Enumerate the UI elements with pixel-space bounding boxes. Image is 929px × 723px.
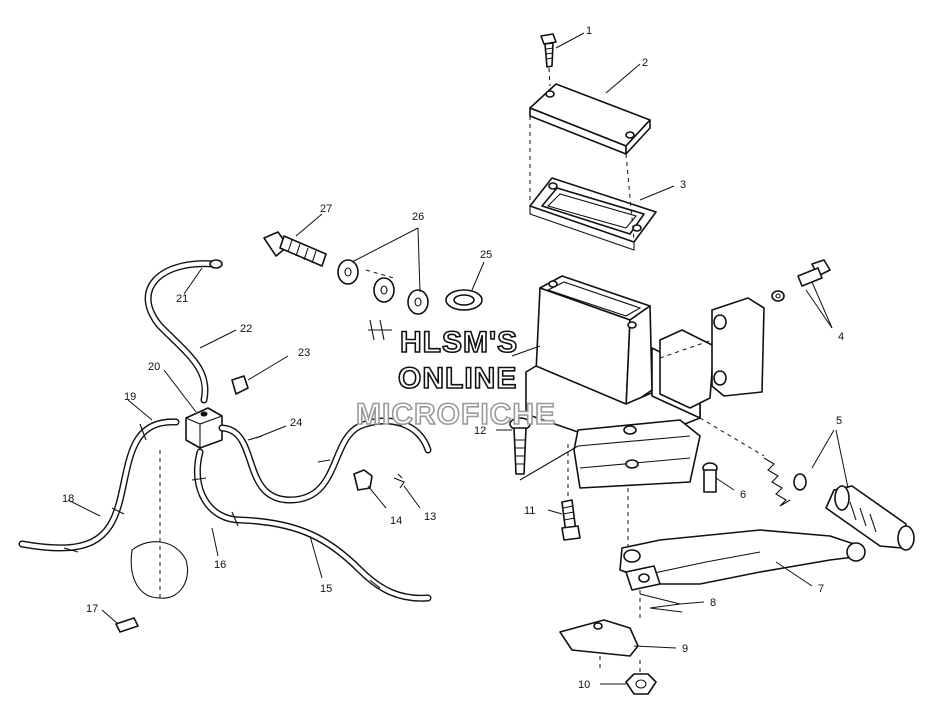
- callout-6: 6: [740, 489, 746, 501]
- part-1-screw: [540, 32, 585, 87]
- watermark: HLSM'S ONLINE MICROFICHE: [355, 325, 556, 432]
- part-9-adjuster: [559, 619, 677, 670]
- watermark-line-3: MICROFICHE: [356, 398, 556, 431]
- callout-18: 18: [62, 493, 74, 505]
- hose-24: [218, 417, 432, 504]
- part-14-fitting: [353, 469, 387, 509]
- callout-2: 2: [642, 57, 648, 69]
- callout-14: 14: [390, 515, 402, 527]
- callout-24: 24: [290, 417, 302, 429]
- part-17-screw: [101, 450, 188, 633]
- callout-22: 22: [240, 323, 252, 335]
- callout-21: 21: [176, 293, 188, 305]
- part-4-clamp: [659, 259, 833, 397]
- callout-15: 15: [320, 583, 332, 595]
- part-26-washers: [337, 227, 429, 341]
- callout-10: 10: [578, 679, 590, 691]
- callout-20: 20: [148, 361, 160, 373]
- callout-8: 8: [710, 597, 716, 609]
- hose-15-16: [191, 448, 432, 602]
- callout-labels: 1 2 3 4 5 6 7 8 9 10 11 12 13 14 15 16 1…: [62, 25, 844, 691]
- callout-1: 1: [586, 25, 592, 37]
- callout-7: 7: [818, 583, 824, 595]
- part-12-bolt: [496, 417, 579, 481]
- callout-5: 5: [836, 415, 842, 427]
- part-6-pin: [702, 462, 735, 493]
- callout-19: 19: [124, 391, 136, 403]
- part-13-fitting: [393, 473, 421, 509]
- part-20-junction-block: [163, 369, 223, 449]
- callout-23: 23: [298, 347, 310, 359]
- callout-17: 17: [86, 603, 98, 615]
- callout-9: 9: [682, 643, 688, 655]
- part-5-piston-assembly: [699, 417, 915, 551]
- part-27-banjo-bolt: [263, 213, 327, 267]
- part-3-gasket: [529, 116, 675, 251]
- part-23-fitting: [231, 355, 289, 395]
- callout-3: 3: [680, 179, 686, 191]
- callout-11: 11: [524, 505, 535, 517]
- part-11-bolt: [547, 444, 581, 541]
- callout-13: 13: [424, 511, 436, 523]
- callout-12: 12: [474, 425, 486, 437]
- callout-16: 16: [214, 559, 226, 571]
- watermark-line-2: ONLINE: [398, 362, 517, 395]
- hose-21-22: [144, 259, 237, 404]
- hose-18-19: [18, 399, 180, 553]
- part-8-spring: [625, 565, 705, 618]
- part-10-nut: [600, 660, 657, 695]
- callout-25: 25: [480, 249, 492, 261]
- callout-26: 26: [412, 211, 424, 223]
- watermark-line-1: HLSM'S: [400, 326, 518, 359]
- master-cylinder-body: [511, 275, 715, 489]
- part-2-reservoir-cover: [529, 63, 651, 155]
- callout-27: 27: [320, 203, 332, 215]
- callout-4: 4: [838, 331, 844, 343]
- part-25-o-ring: [445, 261, 485, 311]
